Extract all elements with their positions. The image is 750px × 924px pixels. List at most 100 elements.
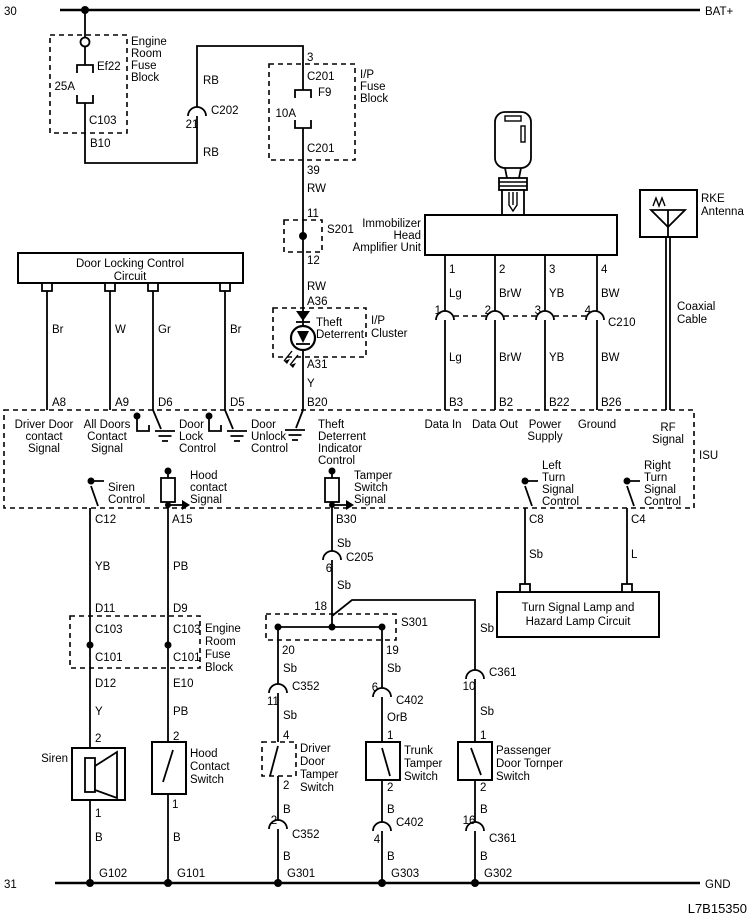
imm-pin-2: 2 (499, 264, 505, 276)
pin-b20-label: B20 (307, 397, 327, 409)
wire-bw-lower: BW (601, 352, 620, 364)
rke-title-2: Antenna (701, 206, 744, 218)
siren-c103-label: C103 (95, 624, 123, 636)
door-locking-control-box (17, 252, 244, 284)
erfb-bot-title-2: Room (205, 636, 236, 648)
erfb-bot-title-1: Engine (205, 623, 241, 635)
theft-ind-label-3: Indicator (318, 443, 362, 455)
connector-c202-symbol (187, 106, 207, 117)
right-turn-label-4: Control (644, 496, 681, 508)
right-turn-label-1: Right (644, 460, 672, 472)
led-arrowhead-2 (290, 363, 296, 368)
bat-plus-label: BAT+ (705, 6, 734, 18)
trunk-device-1: Trunk (404, 745, 433, 757)
immobilizer-unit-box (424, 214, 618, 256)
driver-device-4: Switch (300, 782, 334, 794)
c210-pin-4: 4 (585, 305, 592, 317)
junction-dot-c103-siren (86, 641, 94, 649)
pin-a15-label: A15 (172, 514, 192, 526)
connector-c205-symbol (322, 550, 342, 561)
driver-door-signal-2: contact (25, 431, 63, 443)
led-emission-arrows (283, 350, 299, 366)
door-lock-label-3: Control (179, 443, 216, 455)
fuse-f9-rating: 10A (276, 108, 297, 120)
c352-bottom-pin: 2 (271, 815, 277, 827)
ground-g301-label: G301 (287, 868, 315, 880)
key-side-slot (520, 125, 526, 143)
wire-lg-lower: Lg (449, 352, 462, 364)
s301-name-label: S301 (401, 617, 428, 629)
hood-pin-1: 1 (172, 799, 178, 811)
turn-signal-lamp-box (496, 591, 660, 638)
wire-bw-upper: BW (601, 288, 620, 300)
tamper-sb-lower: Sb (337, 580, 351, 592)
ipfb-title-2: Fuse (360, 81, 386, 93)
c402-top-pin: 6 (372, 682, 378, 694)
s201-name: S201 (327, 224, 354, 236)
c352-top-name: C352 (292, 681, 320, 693)
c402-top-name: C402 (396, 695, 424, 707)
junction-dot-bat (81, 6, 89, 14)
power-supply-label-2: Supply (527, 431, 562, 443)
fuse-f9-symbol (294, 89, 312, 129)
wire-br-2-label: Br (230, 324, 242, 336)
s301-dot-right (378, 623, 386, 631)
door-lock-ground-icon (155, 430, 175, 442)
ground-g303-label: G303 (391, 868, 419, 880)
driver-wire-b-upper: B (283, 804, 291, 816)
driver-device-3: Tamper (300, 769, 339, 781)
passenger-pin-2: 2 (480, 782, 486, 794)
immobilizer-title-1: Immobilizer (362, 218, 421, 230)
all-doors-signal-2: Contact (87, 431, 127, 443)
left-turn-label-3: Signal (542, 484, 574, 496)
hood-signal-label-2: contact (190, 482, 228, 494)
theft-ind-label-1: Theft (318, 419, 345, 431)
passenger-tamper-switch-blade (470, 747, 482, 776)
key-collar (498, 177, 528, 191)
passenger-device-1: Passenger (496, 745, 551, 757)
fuse-ef22-rating: 25A (55, 81, 76, 93)
ip-cluster-box (272, 307, 367, 358)
hood-signal-arrowhead (182, 500, 190, 510)
connector-c352-top (268, 683, 288, 694)
immobilizer-title-2: Head (394, 230, 422, 242)
rke-title-1: RKE (701, 193, 725, 205)
connector-c361-top (465, 669, 485, 680)
connector-c402-top (372, 687, 392, 698)
theft-deterrent-led-1: Theft (316, 317, 343, 329)
pin-d6-label: D6 (158, 397, 173, 409)
pin-b3-label: B3 (449, 397, 463, 409)
coaxial-label-1: Coaxial (677, 301, 715, 313)
hood-device-3: Switch (190, 774, 224, 786)
erfb-top-title-2: Room (131, 48, 162, 60)
wire-passenger-branch (331, 599, 476, 883)
door-lock-hook (136, 416, 150, 432)
fuse-f9-label: F9 (318, 87, 331, 99)
tamper-sb-upper: Sb (337, 538, 351, 550)
tamper-signal-label-1: Tamper (354, 470, 393, 482)
siren-control-label-1: Siren (108, 482, 135, 494)
tamper-signal-arrowhead (346, 500, 354, 510)
pin-19-label: 19 (386, 645, 399, 657)
driver-sb-lower: Sb (283, 710, 297, 722)
door-lock-label-2: Lock (179, 431, 204, 443)
door-unlock-label-1: Door (251, 419, 276, 431)
erfb-bot-title-3: Fuse (205, 649, 231, 661)
right-turn-switch (626, 480, 640, 507)
trunk-device-3: Switch (404, 771, 438, 783)
turn-wire-l-label: L (631, 549, 638, 561)
c361-top-pin: 10 (463, 681, 476, 693)
driver-tamper-switch-blade (269, 745, 279, 777)
pin-39-label: 39 (307, 165, 320, 177)
power-supply-label-1: Power (529, 419, 562, 431)
junction-dot-c103-hood (164, 641, 172, 649)
hood-device-1: Hood (190, 748, 218, 760)
door-unlock-blade (224, 409, 234, 430)
left-turn-label-2: Turn (542, 472, 565, 484)
trunk-pin-1: 1 (387, 730, 393, 742)
door-locking-title-1: Door Locking Control (76, 258, 184, 270)
wire-door-locking-leads (46, 291, 226, 410)
c205-pin-label: 6 (326, 563, 332, 575)
pin-b30-label: B30 (336, 514, 356, 526)
